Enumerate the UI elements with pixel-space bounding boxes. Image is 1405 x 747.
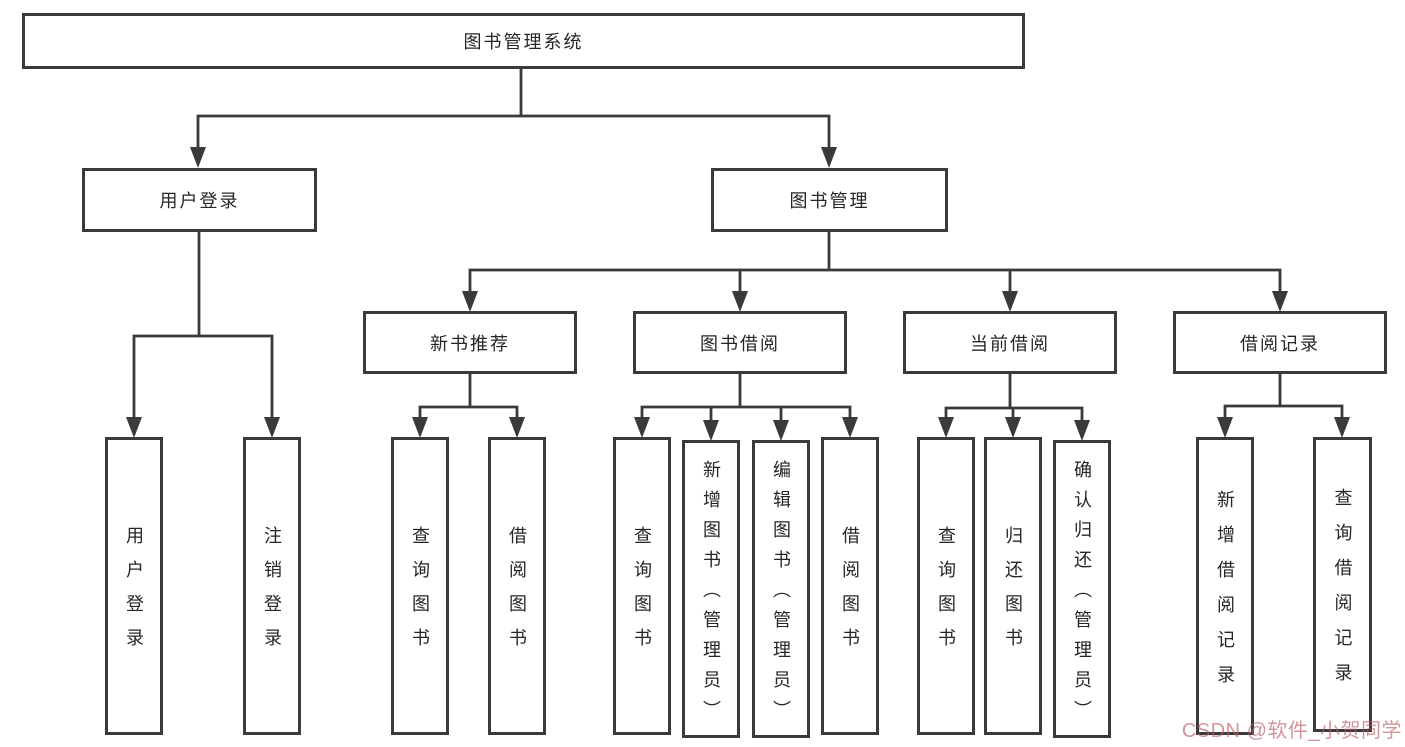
node-borrow-records: 借阅记录 [1173, 311, 1387, 374]
edge-userlogin-to-leaves [132, 230, 274, 421]
csdn-watermark: CSDN @软件_小贺同学 [1181, 720, 1402, 742]
arrowhead [412, 417, 428, 438]
arrowhead [773, 420, 789, 441]
leaf-br-query-record: 查询借阅记录 [1313, 437, 1372, 732]
leaf-cb-confirm-return-admin: 确认归还（管理员） [1053, 440, 1111, 738]
arrowhead [842, 417, 858, 438]
arrowhead [1334, 417, 1350, 438]
leaf-label: 归还图书 [1003, 526, 1023, 662]
edge-currentborrow-to-leaves [944, 372, 1084, 423]
leaf-label: 查询图书 [632, 526, 652, 662]
node-new-book-recommend: 新书推荐 [363, 311, 577, 374]
arrowhead [1005, 417, 1021, 438]
arrowhead [703, 420, 719, 441]
leaf-label: 借阅图书 [840, 526, 860, 662]
leaf-bb-query-books: 查询图书 [613, 437, 671, 735]
leaf-user-login: 用户登录 [105, 437, 163, 735]
arrowhead [821, 147, 837, 168]
leaf-bb-add-books-admin: 新增图书（管理员） [682, 440, 740, 738]
leaf-bb-borrow-books: 借阅图书 [821, 437, 879, 735]
leaf-label: 注销登录 [262, 526, 282, 662]
leaf-nbr-borrow-books: 借阅图书 [488, 437, 546, 735]
leaf-label: 新增借阅记录 [1215, 489, 1235, 700]
leaf-br-add-record: 新增借阅记录 [1196, 437, 1254, 735]
arrowhead [938, 417, 954, 438]
arrowhead [462, 291, 478, 312]
node-user-login: 用户登录 [82, 168, 317, 232]
arrowhead [126, 417, 142, 438]
leaf-label: 编辑图书（管理员） [771, 460, 791, 730]
edge-records-to-leaves [1223, 372, 1344, 421]
node-book-management: 图书管理 [711, 168, 948, 232]
node-root: 图书管理系统 [22, 13, 1025, 69]
leaf-cb-return-books: 归还图书 [984, 437, 1042, 735]
leaf-label: 借阅图书 [507, 526, 527, 662]
edge-newbook-to-leaves [418, 372, 519, 421]
leaf-label: 查询图书 [410, 526, 430, 662]
edge-root-to-level1 [196, 68, 831, 152]
leaf-bb-edit-books-admin: 编辑图书（管理员） [752, 440, 810, 738]
arrowheads [126, 147, 1350, 441]
leaf-label: 查询图书 [936, 526, 956, 662]
arrowhead [264, 417, 280, 438]
leaf-label: 用户登录 [124, 526, 144, 662]
arrowhead [732, 291, 748, 312]
leaf-label: 新增图书（管理员） [701, 460, 721, 730]
leaf-logout: 注销登录 [243, 437, 301, 735]
leaf-label: 查询借阅记录 [1332, 488, 1353, 698]
leaf-cb-query-books: 查询图书 [917, 437, 975, 735]
arrowhead [509, 417, 525, 438]
arrowhead [190, 147, 206, 168]
arrowhead [1217, 417, 1233, 438]
leaf-nbr-query-books: 查询图书 [391, 437, 449, 735]
arrowhead [1272, 291, 1288, 312]
arrowhead [634, 417, 650, 438]
leaf-label: 确认归还（管理员） [1072, 460, 1092, 730]
node-current-borrowing: 当前借阅 [903, 311, 1117, 374]
arrowhead [1074, 420, 1090, 441]
edge-bookborrow-to-leaves [640, 372, 852, 423]
node-book-borrowing: 图书借阅 [633, 311, 847, 374]
arrowhead [1002, 291, 1018, 312]
edge-bookmgmt-to-level2 [468, 230, 1282, 295]
